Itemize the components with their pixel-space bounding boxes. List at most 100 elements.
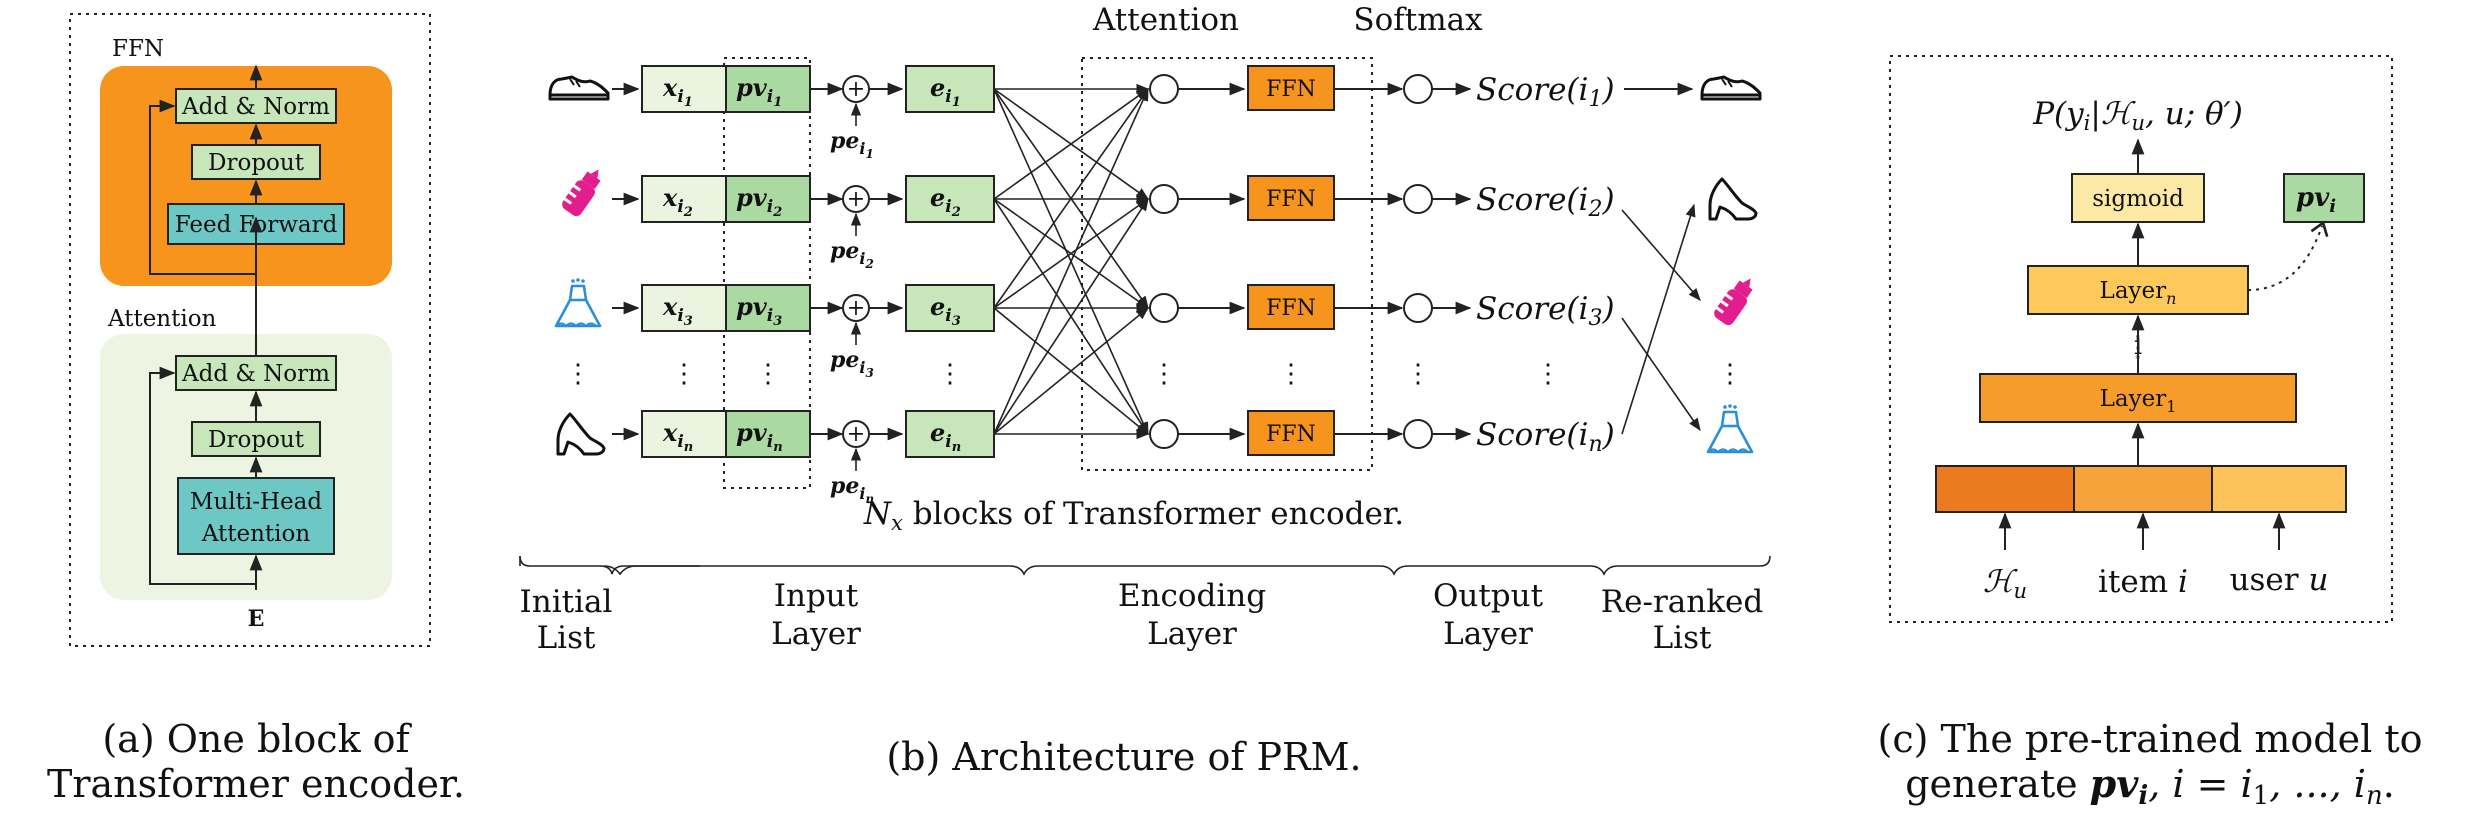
- section-input-line1: Input: [774, 578, 859, 614]
- pe-label: pei3: [830, 347, 874, 380]
- svg-text:⋮: ⋮: [1535, 359, 1561, 389]
- score-label: Score(in): [1476, 417, 1615, 457]
- pe-label: pei2: [830, 238, 874, 271]
- svg-text:+: +: [847, 187, 865, 212]
- caption-c-line2: generate pvi, i = i1, ..., in.: [1905, 761, 2395, 811]
- mha-label-line2: Attention: [201, 521, 311, 547]
- section-initial-line2: List: [537, 620, 596, 656]
- attention-node: [1149, 74, 1179, 104]
- section-initial-line1: Initial: [520, 584, 613, 620]
- x-cell: [641, 175, 727, 223]
- row-item-n: xin pvin + pein ein FFN Score(in): [556, 410, 1615, 506]
- section-labels: Initial List Input Layer Encoding Layer …: [520, 578, 1764, 656]
- section-input-line2: Layer: [771, 616, 861, 652]
- svg-text:⋮: ⋮: [671, 359, 697, 389]
- ffn-label: FFN: [1266, 296, 1316, 321]
- ffn-label: FFN: [1266, 422, 1316, 447]
- pv-label: pvin: [736, 418, 783, 455]
- heel-icon: [556, 412, 606, 456]
- pe-label: pein: [830, 473, 874, 506]
- svg-text:+: +: [847, 77, 865, 102]
- dress-icon: [1706, 402, 1754, 454]
- e-label: ei1: [930, 73, 961, 110]
- e-label: ei3: [930, 292, 961, 329]
- ellipsis-row: ⋮ ⋮ ⋮ ⋮ ⋮ ⋮ ⋮ ⋮ ⋮: [565, 359, 1743, 389]
- svg-text:+: +: [847, 422, 865, 447]
- multi-head-attention-box: [177, 477, 335, 555]
- layer-1-box: [1979, 373, 2297, 423]
- softmax-node: [1403, 74, 1433, 104]
- svg-text:⋮: ⋮: [755, 359, 781, 389]
- add-circle: [842, 420, 870, 448]
- score-label: Score(i3): [1476, 291, 1615, 331]
- attention-node: [1149, 293, 1179, 323]
- section-reranked-line2: List: [1653, 620, 1712, 656]
- softmax-node: [1403, 293, 1433, 323]
- svg-text:⋮: ⋮: [1151, 359, 1177, 389]
- section-reranked-line1: Re-ranked: [1601, 584, 1763, 620]
- pv-cell: [725, 284, 811, 332]
- svg-text:⋮: ⋮: [1717, 359, 1743, 389]
- x-label: xin: [662, 418, 693, 455]
- softmax-node: [1403, 184, 1433, 214]
- ffn-dropout-box: [191, 144, 321, 180]
- attn-dropout-label: Dropout: [208, 427, 305, 453]
- panel-c: P(yi|ℋu, u; θ′) sigmoid pvi Layern i ⋮ L…: [1878, 55, 2422, 811]
- sneaker-icon: [1700, 75, 1762, 101]
- ffn-add-norm-label: Add & Norm: [181, 94, 330, 120]
- panel-c-border: [1889, 55, 2393, 623]
- row-item-2: xi2 pvi2 + pei2 ei2 FFN Score(i2): [559, 163, 1615, 271]
- input-item-label: item i: [2098, 564, 2188, 600]
- caption-a-line1: (a) One block of: [102, 717, 412, 761]
- add-circle: [842, 294, 870, 322]
- section-braces: [519, 555, 1771, 576]
- ffn-dropout-label: Dropout: [208, 150, 305, 176]
- x-cell: [641, 284, 727, 332]
- score-label: Score(i1): [1476, 72, 1615, 112]
- e-label: ein: [930, 418, 961, 455]
- attention-block-title: Attention: [107, 306, 217, 332]
- e-cell: [905, 175, 995, 223]
- attn-add-norm-label: Add & Norm: [181, 361, 330, 387]
- probability-label: P(yi|ℋu, u; θ′): [2032, 96, 2243, 135]
- heel-icon: [1708, 177, 1758, 221]
- input-item-segment: [2073, 465, 2213, 513]
- pv-label: pvi3: [736, 292, 782, 329]
- bottle-icon: [1711, 272, 1760, 328]
- bottle-icon: [559, 163, 608, 219]
- section-output-line1: Output: [1433, 578, 1544, 614]
- attention-connections: [993, 83, 1150, 440]
- add-circle: [842, 185, 870, 213]
- e-cell: [905, 410, 995, 458]
- sigmoid-label: sigmoid: [2092, 186, 2184, 212]
- caption-b: (b) Architecture of PRM.: [886, 735, 1361, 779]
- panel-a: FFN Attention Add & Norm Dropout Feed Fo…: [47, 13, 465, 806]
- input-e-label: E: [248, 606, 265, 632]
- sneaker-icon: [548, 75, 610, 101]
- pv-column-border: [723, 57, 811, 489]
- header-softmax: Softmax: [1353, 2, 1483, 38]
- e-cell: [905, 284, 995, 332]
- e-cell: [905, 65, 995, 113]
- input-h-segment: [1935, 465, 2075, 513]
- layer-1-label: Layer1: [2100, 386, 2177, 416]
- ffn-label: FFN: [1266, 187, 1316, 212]
- ffn-box: [1247, 410, 1335, 456]
- panel-b: Attention Softmax: [519, 2, 1771, 779]
- ffn-label: FFN: [1266, 77, 1316, 102]
- softmax-node: [1403, 419, 1433, 449]
- row-item-1: xi1 pvi1 + pei1 ei1 FFN Score(i1): [548, 65, 1694, 161]
- section-output-line2: Layer: [1443, 616, 1533, 652]
- attention-node: [1149, 184, 1179, 214]
- add-circle: [842, 75, 870, 103]
- pv-label: pvi1: [736, 73, 782, 110]
- attention-node: [1149, 419, 1179, 449]
- x-label: xi3: [662, 292, 693, 329]
- pv-box-label: pvi: [2296, 183, 2336, 217]
- svg-text:+: +: [847, 296, 865, 321]
- reranking-arrows: [1621, 203, 1701, 435]
- section-encoding-line2: Layer: [1147, 616, 1237, 652]
- input-user-segment: [2211, 465, 2347, 513]
- input-user-label: user u: [2230, 562, 2329, 598]
- svg-text:⋮: ⋮: [565, 359, 591, 389]
